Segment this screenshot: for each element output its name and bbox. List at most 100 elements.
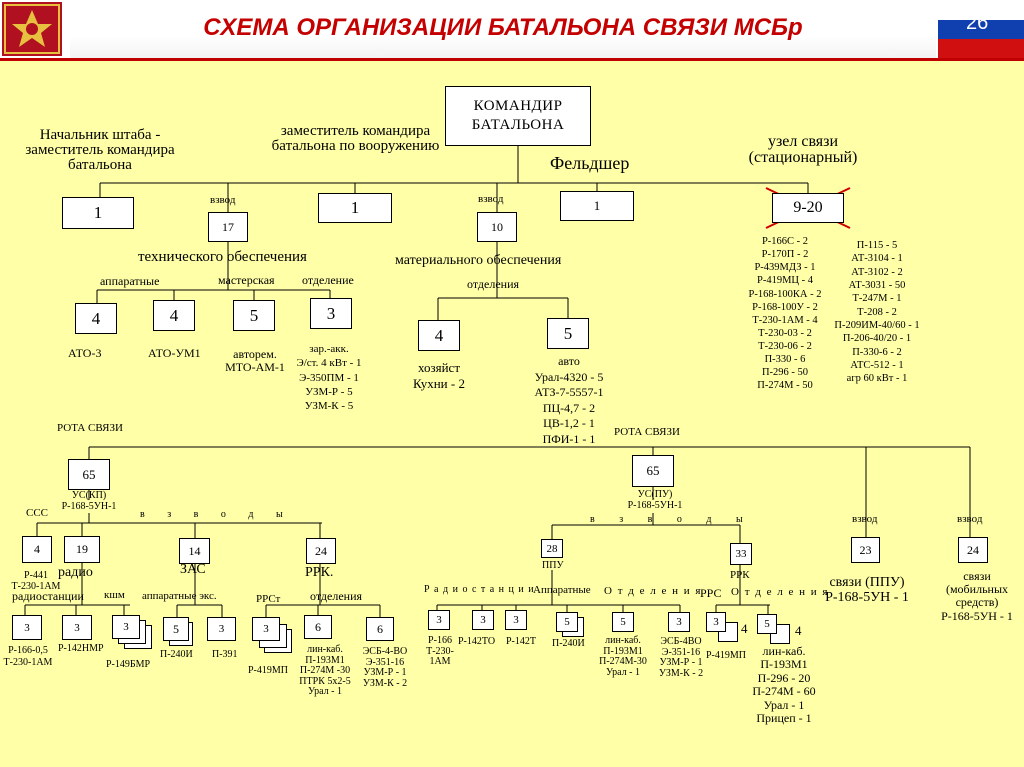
company-label-1: РОТА СВЯЗИ bbox=[57, 422, 123, 434]
ppu-label: ППУ bbox=[542, 560, 564, 571]
kshm-label: кшм bbox=[104, 589, 125, 601]
military-emblem-icon bbox=[2, 2, 62, 56]
deputy-box: 1 bbox=[318, 193, 392, 223]
tech-support-label: технического обеспечения bbox=[138, 249, 307, 265]
rrs-count-1: 4 bbox=[741, 621, 748, 636]
sections-label-3: О т д е л е н и я bbox=[604, 585, 702, 597]
rrk-label: РРК. bbox=[305, 565, 334, 580]
material-platoon-box: 10 bbox=[477, 212, 517, 242]
header bbox=[0, 0, 1024, 58]
atoum1-label: АТО-УМ1 bbox=[148, 346, 201, 360]
ppu-box: 28 bbox=[541, 539, 563, 558]
ato3-label: АТО-3 bbox=[68, 346, 102, 360]
platoon-label-mobile: взвод bbox=[957, 513, 983, 525]
rrst-label: РРСт bbox=[256, 593, 281, 605]
apparatnye-label: аппаратные bbox=[100, 274, 160, 288]
ccc-label: ССС bbox=[26, 507, 49, 519]
r142nmr-label: Р-142НМР bbox=[58, 643, 104, 654]
rrk2-box: 33 bbox=[730, 543, 752, 565]
chief-box: 1 bbox=[62, 197, 134, 229]
p391-label: П-391 bbox=[212, 649, 238, 660]
p240i2-box: 5 bbox=[556, 612, 578, 632]
radiostations-label-2: Р а д и о с т а н ц и и bbox=[424, 584, 535, 595]
auto-box: 5 bbox=[547, 318, 589, 349]
r142to-label: Р-142ТО bbox=[458, 636, 496, 647]
medic-label: Фельдшер bbox=[550, 153, 630, 173]
zas-label: ЗАС bbox=[180, 562, 206, 577]
page-title: СХЕМА ОРГАНИЗАЦИИ БАТАЛЬОНА СВЯЗИ МСБр bbox=[203, 14, 803, 41]
radiostations-label: радиостанции bbox=[12, 589, 84, 603]
household-box: 4 bbox=[418, 320, 460, 351]
r149bmr-box: 3 bbox=[112, 615, 140, 639]
r142t-box: 3 bbox=[505, 610, 527, 630]
rrs-label: РРС bbox=[700, 586, 722, 600]
medic-box: 1 bbox=[560, 191, 634, 221]
deputy-armament-label: заместитель командира батальона по воору… bbox=[271, 123, 440, 154]
rrs-count-2: 4 bbox=[795, 623, 802, 638]
p391-box: 3 bbox=[207, 617, 236, 641]
r166-box: 3 bbox=[12, 615, 42, 640]
r419mp2-box: 3 bbox=[706, 612, 726, 632]
header-divider bbox=[0, 58, 1024, 61]
radio-box: 19 bbox=[64, 536, 100, 563]
chief-of-staff-label: Начальник штаба - заместитель командира … bbox=[25, 127, 175, 173]
esb2-box: 3 bbox=[668, 612, 690, 632]
material-support-label: материального обеспечения bbox=[395, 253, 562, 268]
sections-label-4: О т д е л е н и я bbox=[731, 586, 829, 598]
platoons-label-2: в з в о д ы bbox=[590, 514, 754, 525]
apparatnye-label-2: Аппаратные bbox=[533, 584, 591, 596]
charging-box: 3 bbox=[310, 298, 352, 329]
page-number: 26 bbox=[966, 12, 989, 34]
company1-box: 65 bbox=[68, 459, 110, 490]
cable-box: 6 bbox=[304, 615, 332, 639]
r419mp-box: 3 bbox=[252, 617, 280, 641]
platoon-label-ppu: взвод bbox=[852, 513, 878, 525]
uskp-label: УС(КП)Р-168-5УН-1 bbox=[61, 490, 117, 512]
platoons-label-1: в з в о д ы bbox=[140, 509, 293, 520]
p240i2-label: П-240И bbox=[552, 638, 585, 649]
comm-node-box: 9-20 bbox=[772, 193, 844, 223]
ppu-platoon-box: 23 bbox=[851, 537, 880, 563]
workshop-box: 5 bbox=[233, 300, 275, 331]
radio-label: радио bbox=[58, 565, 93, 580]
avtorem-list: авторем.МТО-АМ-1 bbox=[225, 347, 285, 374]
commander-box: КОМАНДИР БАТАЛЬОНА bbox=[445, 86, 591, 146]
commander-label: КОМАНДИР БАТАЛЬОНА bbox=[471, 98, 565, 133]
ppu-platoon-text: связи (ППУ)Р-168-5УН - 1 bbox=[825, 575, 909, 606]
p240i-label: П-240И bbox=[160, 649, 193, 660]
cable2-box: 5 bbox=[612, 612, 634, 632]
esb-box: 6 bbox=[366, 617, 394, 641]
company-label-2: РОТА СВЯЗИ bbox=[614, 426, 680, 438]
r419mp-label: Р-419МП bbox=[248, 665, 289, 676]
platoon-label-material: взвод bbox=[478, 193, 504, 205]
r166b-box: 3 bbox=[428, 610, 450, 630]
zas-box: 14 bbox=[179, 538, 210, 564]
r419mp2-label: Р-419МП bbox=[706, 650, 747, 661]
rrk-box: 24 bbox=[306, 538, 336, 564]
sections-label: отделения bbox=[467, 277, 520, 291]
r142nmr-box: 3 bbox=[62, 615, 92, 640]
mobile-platoon-box: 24 bbox=[958, 537, 988, 563]
ccc-box: 4 bbox=[22, 536, 52, 563]
company2-box: 65 bbox=[632, 455, 674, 487]
section-label: отделение bbox=[302, 273, 354, 287]
apparat-exp-label: аппаратные экс. bbox=[142, 590, 217, 602]
workshop-label: мастерская bbox=[218, 273, 275, 287]
r142to-box: 3 bbox=[472, 610, 494, 630]
sections-label-2: отделения bbox=[310, 589, 363, 603]
p240i-box: 5 bbox=[163, 617, 189, 641]
cable3-box: 5 bbox=[757, 614, 777, 634]
uspu-label: УС(ПУ)Р-168-5УН-1 bbox=[627, 489, 683, 511]
